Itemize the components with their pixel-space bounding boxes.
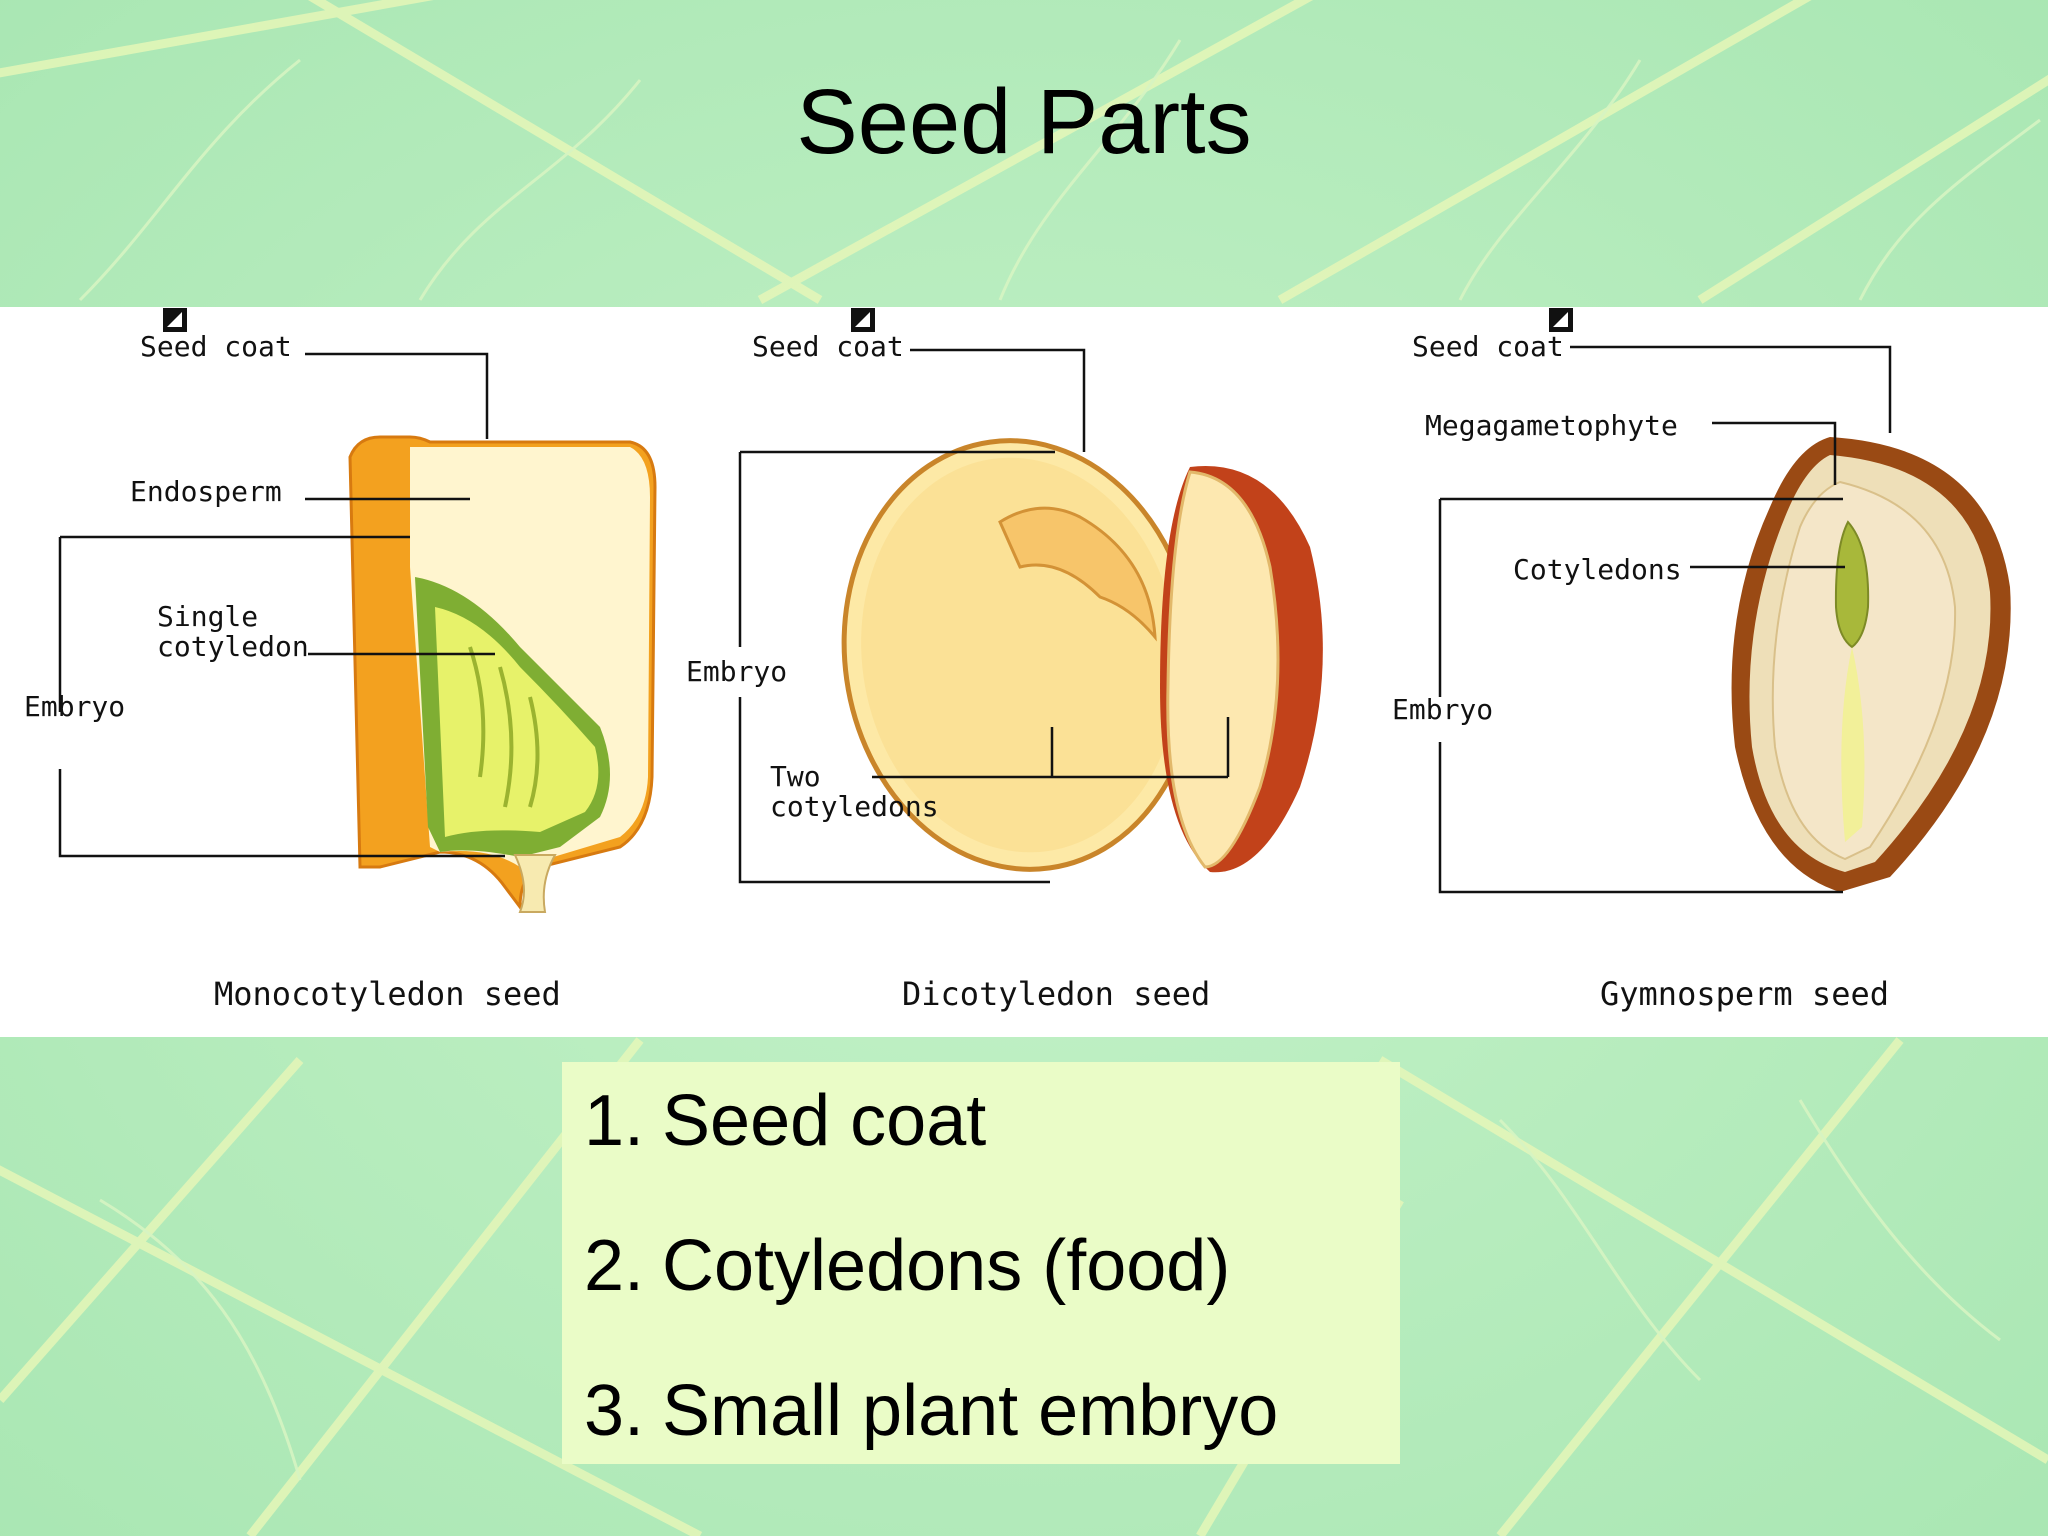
monocot-seed-coat-label: Seed coat bbox=[140, 330, 292, 363]
slide-title: Seed Parts bbox=[796, 71, 1252, 173]
gymnosperm-caption: Gymnosperm seed bbox=[1600, 975, 1889, 1013]
monocot-caption: Monocotyledon seed bbox=[214, 975, 561, 1013]
dicot-seed-coat-label: Seed coat bbox=[752, 330, 904, 363]
dicot-embryo-label: Embryo bbox=[686, 655, 788, 688]
gymnosperm-seed-coat-label: Seed coat bbox=[1412, 330, 1564, 363]
list-item-number: 1. bbox=[584, 1081, 645, 1161]
dicot-seed-illustration bbox=[841, 438, 1323, 873]
seed-diagram-panel: Seed coat Endosperm Single cotyledon Emb… bbox=[0, 307, 2048, 1037]
list-item-text: Seed coat bbox=[662, 1081, 987, 1161]
list-item: 1.Seed coat bbox=[584, 1080, 986, 1162]
list-item-number: 3. bbox=[584, 1371, 645, 1451]
list-item-text: Cotyledons (food) bbox=[662, 1226, 1231, 1306]
monocot-seed-illustration bbox=[348, 435, 657, 913]
seed-diagram bbox=[58, 345, 2011, 913]
list-item-number: 2. bbox=[584, 1226, 645, 1306]
seed-parts-list: 1.Seed coat 2.Cotyledons (food) 3.Small … bbox=[562, 1062, 1400, 1464]
list-item: 3.Small plant embryo bbox=[584, 1370, 1278, 1452]
gymnosperm-seed-illustration bbox=[1731, 437, 2011, 892]
gymnosperm-cotyledons-label: Cotyledons bbox=[1513, 553, 1682, 586]
dicot-caption: Dicotyledon seed bbox=[902, 975, 1211, 1013]
dicot-two-cotyledons-label: Two cotyledons bbox=[770, 760, 939, 823]
caption-marker-icon bbox=[163, 308, 187, 332]
gymnosperm-embryo-label: Embryo bbox=[1392, 693, 1494, 726]
gymnosperm-megagametophyte-label: Megagametophyte bbox=[1425, 409, 1678, 442]
caption-marker-icon bbox=[1549, 308, 1573, 332]
list-item-text: Small plant embryo bbox=[662, 1371, 1279, 1451]
monocot-embryo-label: Embryo bbox=[24, 690, 126, 723]
list-item: 2.Cotyledons (food) bbox=[584, 1225, 1230, 1307]
monocot-single-cotyledon-label: Single cotyledon bbox=[157, 600, 309, 663]
caption-marker-icon bbox=[851, 308, 875, 332]
monocot-endosperm-label: Endosperm bbox=[130, 475, 282, 508]
